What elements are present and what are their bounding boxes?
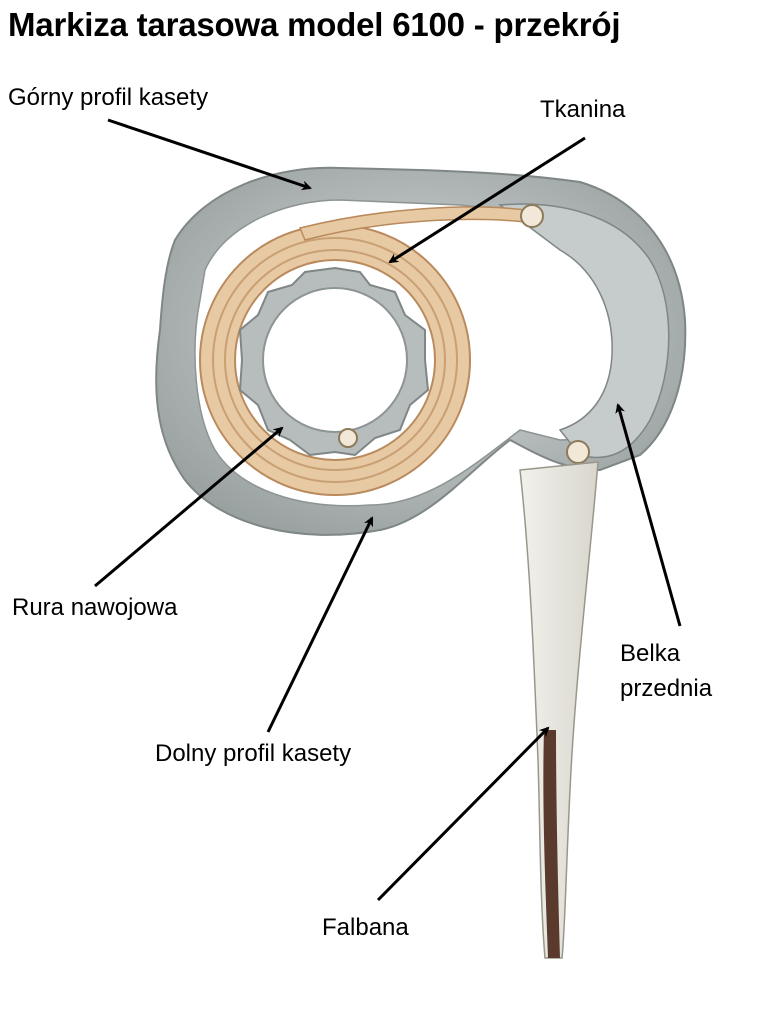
arrow-falbana [376,726,550,902]
label-tkanina: Tkanina [540,96,626,123]
arrow-gorny-profil [107,118,312,191]
label-rura: Rura nawojowa [12,594,178,621]
valance-pin [566,440,590,464]
label-belka-line2: przednia [620,675,713,702]
label-dolny-profil: Dolny profil kasety [155,740,352,767]
roller-tube [238,266,430,457]
label-falbana: Falbana [322,914,409,941]
valance [519,461,599,959]
arrow-tkanina [388,136,586,264]
label-gorny-profil: Górny profil kasety [8,84,209,111]
page-title: Markiza tarasowa model 6100 - przekrój [8,6,621,43]
arrow-dolny-profil [266,516,374,733]
front-bar [497,203,670,459]
valance-edge [543,730,560,958]
arrow-rura [94,426,284,588]
label-belka-line1: Belka [620,640,681,667]
front-bar-pin [520,204,544,228]
arrow-belka [615,403,682,627]
